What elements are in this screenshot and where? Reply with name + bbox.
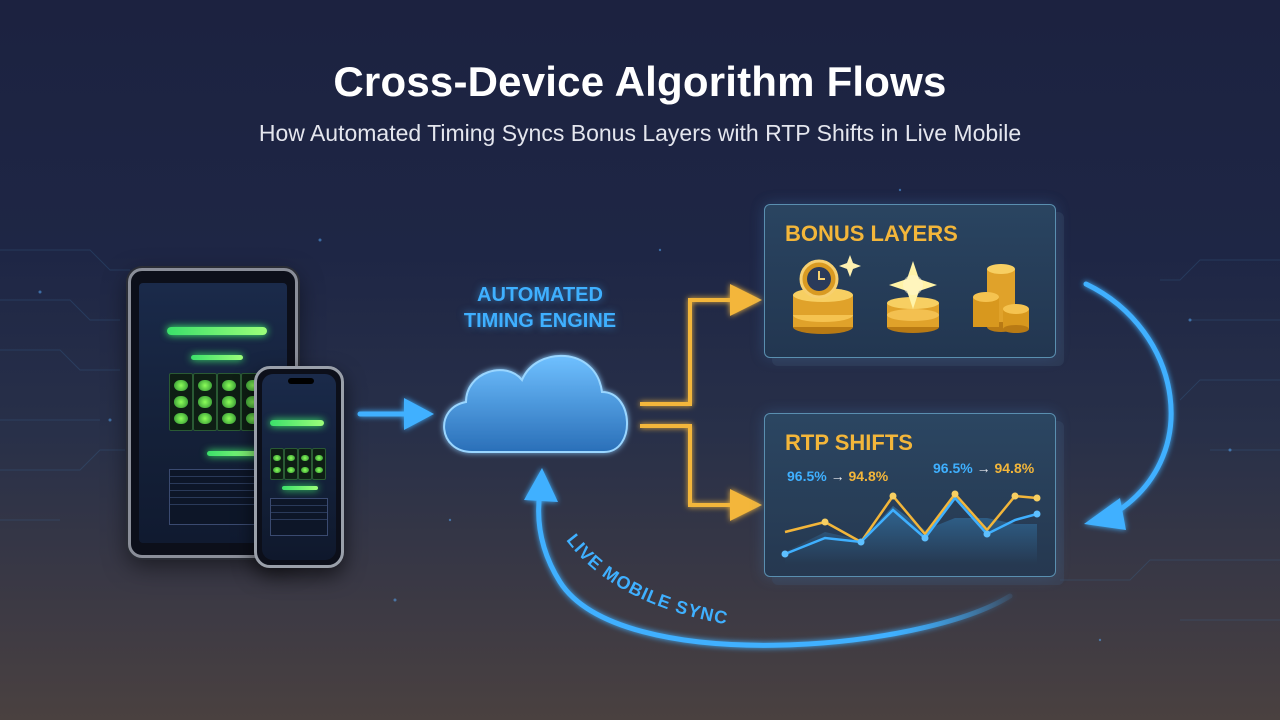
- phone-table: [270, 498, 328, 536]
- tablet-reel: [193, 373, 217, 431]
- sparkle-coins-icon: [887, 261, 939, 333]
- bonus-layers-panel: BONUS LAYERS: [764, 204, 1056, 358]
- rtp-blue-point: [983, 530, 991, 538]
- rtp-shifts-title: RTP SHIFTS: [785, 430, 913, 455]
- rtp-shift-a-label: 96.5% → 94.8%: [787, 468, 888, 484]
- rtp-sparkline-chart: [781, 490, 1041, 564]
- rtp-shift-a-to: 94.8%: [848, 468, 889, 484]
- cloud-icon: [443, 355, 628, 453]
- rtp-blue-point: [1033, 510, 1041, 518]
- phone-slider: [282, 486, 318, 490]
- rtp-shift-a-from: 96.5%: [787, 468, 827, 484]
- rtp-shift-b-arrow: →: [976, 460, 991, 476]
- rtp-gold-line: [784, 492, 1038, 544]
- rtp-gold-point: [821, 518, 829, 526]
- phone-device: [254, 366, 344, 568]
- phone-reel: [270, 448, 284, 480]
- bonus-layers-title: BONUS LAYERS: [785, 221, 958, 246]
- tablet-table: [169, 469, 269, 525]
- rtp-gold-point: [889, 492, 897, 500]
- rtp-shifts-panel: RTP SHIFTS 96.5% → 94.8% 96.5% → 94.8%: [764, 413, 1056, 577]
- rtp-shift-b-label: 96.5% → 94.8%: [933, 460, 1034, 476]
- live-mobile-sync-textpath: LIVE MOBILE SYNC: [563, 530, 729, 628]
- engine-label: AUTOMATED TIMING ENGINE: [440, 282, 640, 334]
- clock-coins-icon: [793, 255, 861, 334]
- page-title: Cross-Device Algorithm Flows: [333, 58, 947, 105]
- engine-to-bonus-arrow: [640, 284, 762, 406]
- rtp-gold-point: [951, 490, 959, 498]
- rtp-blue-point: [781, 550, 789, 558]
- engine-label-line1: AUTOMATED: [477, 284, 603, 306]
- rtp-shift-b-from: 96.5%: [933, 460, 973, 476]
- phone-screen: [262, 374, 336, 560]
- tablet-progress-bar-small: [191, 355, 243, 360]
- rtp-shift-a-arrow: →: [830, 468, 845, 484]
- rtp-shift-b-to: 94.8%: [994, 460, 1035, 476]
- rtp-gold-point: [1011, 492, 1019, 500]
- engine-to-rtp-arrow: [640, 424, 762, 521]
- bonus-icons: [793, 255, 1029, 334]
- page-subtitle: How Automated Timing Syncs Bonus Layers …: [258, 120, 1022, 146]
- rtp-blue-point: [857, 538, 865, 546]
- rtp-blue-point: [921, 534, 929, 542]
- engine-label-line2: TIMING ENGINE: [463, 310, 617, 332]
- phone-reel: [284, 448, 298, 480]
- device-to-engine-arrow: [357, 398, 434, 430]
- phone-notch: [288, 378, 314, 384]
- rtp-gold-point: [1033, 494, 1041, 502]
- tablet-slider: [207, 451, 263, 456]
- tablet-progress-bar: [167, 327, 267, 335]
- phone-progress-bar: [270, 420, 324, 426]
- coin-stacks-icon: [973, 264, 1029, 333]
- phone-reel: [298, 448, 312, 480]
- bonus-to-rtp-curve-arrow: [1083, 281, 1174, 530]
- tablet-screen: [139, 283, 287, 543]
- phone-reel: [312, 448, 326, 480]
- live-mobile-sync-label: LIVE MOBILE SYNC: [563, 530, 730, 628]
- tablet-reel: [169, 373, 193, 431]
- live-mobile-sync-loop-arrow: [524, 468, 1013, 648]
- tablet-reel: [217, 373, 241, 431]
